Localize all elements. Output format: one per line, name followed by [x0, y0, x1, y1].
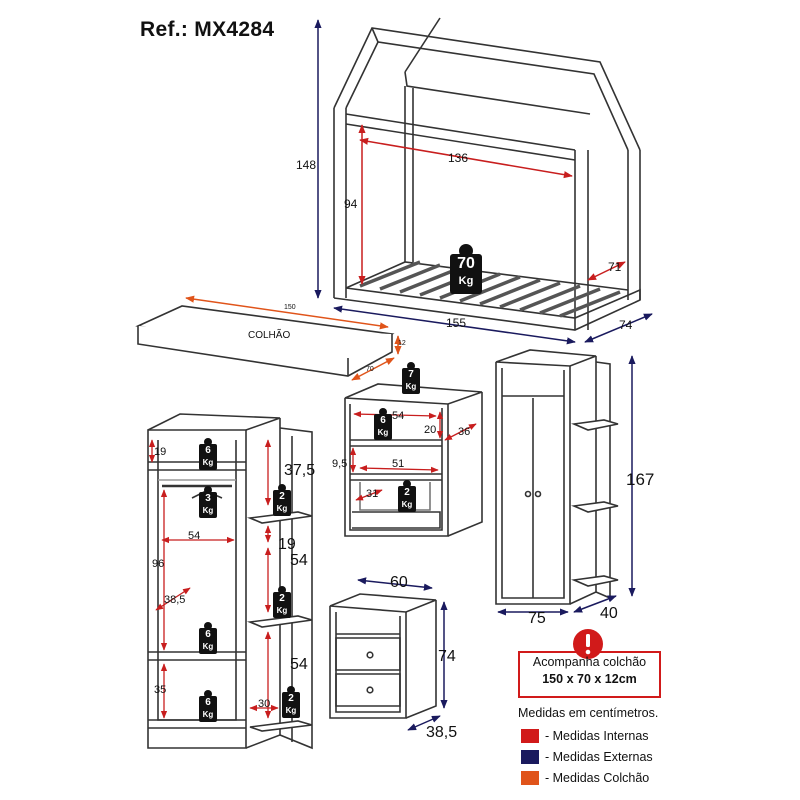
weight-unit: Kg [202, 642, 214, 651]
bed-inner-width-label: 136 [448, 151, 469, 165]
bed-height-label: 148 [296, 158, 317, 172]
dresser-dim-36: 36 [458, 426, 471, 438]
nightstand-width-label: 60 [390, 574, 408, 591]
bed-weight-badge: 70 Kg [450, 244, 482, 294]
legend-swatch-internal [521, 729, 539, 743]
weight-value: 6 [205, 697, 211, 708]
legend-swatch-mattress [521, 771, 539, 785]
weight-value: 3 [205, 493, 211, 504]
weight-value: 6 [205, 629, 211, 640]
bed-dimensions [314, 19, 653, 345]
mattress-label: COLHÃO [248, 330, 291, 341]
weight-unit: Kg [202, 506, 214, 515]
mattress-included-text: Acompanha colchão [532, 655, 647, 669]
legend-label-external: - Medidas Externas [545, 750, 653, 764]
tall-shelf-dim-35: 35 [154, 684, 167, 696]
nightstand-dimensions [357, 577, 448, 731]
weight-value: 6 [205, 445, 211, 456]
wardrobe-height-label: 167 [626, 470, 655, 489]
weight-unit: Kg [202, 458, 214, 467]
nightstand-depth-label: 38,5 [426, 724, 458, 741]
tall-shelf-dim-96: 96 [152, 558, 165, 570]
bed-inner-depth-label: 71 [608, 260, 622, 274]
warning-icon [573, 629, 603, 659]
legend-label-internal: - Medidas Internas [545, 729, 649, 743]
bed-outer-width-label: 155 [446, 316, 467, 330]
wardrobe-shape [495, 349, 619, 605]
wardrobe-width-label: 75 [528, 610, 546, 627]
mattress-width-label: 70 [366, 366, 374, 373]
dresser-dim-20: 20 [424, 424, 437, 436]
dresser-dim-31: 31 [366, 488, 379, 500]
wardrobe-depth-label: 40 [600, 605, 618, 622]
bed-weight-value: 70 [457, 255, 475, 272]
nightstand-shape [329, 593, 437, 719]
weight-unit: Kg [276, 504, 288, 513]
weight-value: 2 [279, 593, 285, 604]
nightstand-height-label: 74 [438, 648, 456, 665]
house-bed [333, 17, 641, 331]
dresser-dimensions [349, 411, 477, 501]
legend-swatch-external [521, 750, 539, 764]
dresser-dim-54: 54 [392, 410, 405, 422]
weight-unit: Kg [276, 606, 288, 615]
weight-unit: Kg [377, 428, 389, 437]
tall-shelf-dim-30: 30 [258, 698, 271, 710]
legend-label-mattress: - Medidas Colchão [545, 771, 650, 785]
bed-outer-depth-label: 74 [619, 318, 633, 332]
tall-shelf-dimensions [148, 439, 279, 719]
weight-value: 7 [408, 369, 414, 380]
weight-unit: Kg [202, 710, 214, 719]
mattress-dimensions [185, 295, 402, 381]
wardrobe-dimensions [497, 355, 636, 616]
bed-weight-unit: Kg [458, 275, 474, 287]
weight-value: 6 [380, 415, 386, 426]
tall-shelf-dim-19-top: 19 [154, 446, 167, 458]
dresser-shape [344, 383, 483, 537]
tall-shelf-dim-38-5: 38,5 [164, 594, 186, 606]
tall-shelf-dim-54: 54 [188, 530, 201, 542]
weight-unit: Kg [285, 706, 297, 715]
units-note: Medidas em centímetros. [518, 706, 659, 720]
weight-unit: Kg [405, 382, 417, 391]
side-shelf-dim-37-5: 37,5 [284, 462, 316, 479]
dresser-dim-51: 51 [392, 458, 405, 470]
product-reference: Ref.: MX4284 [140, 18, 275, 41]
weight-value: 2 [404, 487, 410, 498]
side-shelf-dim-54-a: 54 [290, 552, 308, 569]
bed-inner-height-label: 94 [344, 197, 358, 211]
mattress-height-label: 12 [398, 340, 406, 347]
mattress-shape [135, 305, 395, 377]
side-shelf-dim-19: 19 [278, 536, 296, 553]
weight-value: 2 [279, 491, 285, 502]
mattress-length-label: 150 [284, 304, 296, 311]
dresser-dim-9-5: 9,5 [332, 458, 348, 470]
side-shelf-dim-54-b: 54 [290, 656, 308, 673]
weight-unit: Kg [401, 500, 413, 509]
mattress-size-text: 150 x 70 x 12cm [542, 672, 637, 686]
weight-value: 2 [288, 693, 294, 704]
